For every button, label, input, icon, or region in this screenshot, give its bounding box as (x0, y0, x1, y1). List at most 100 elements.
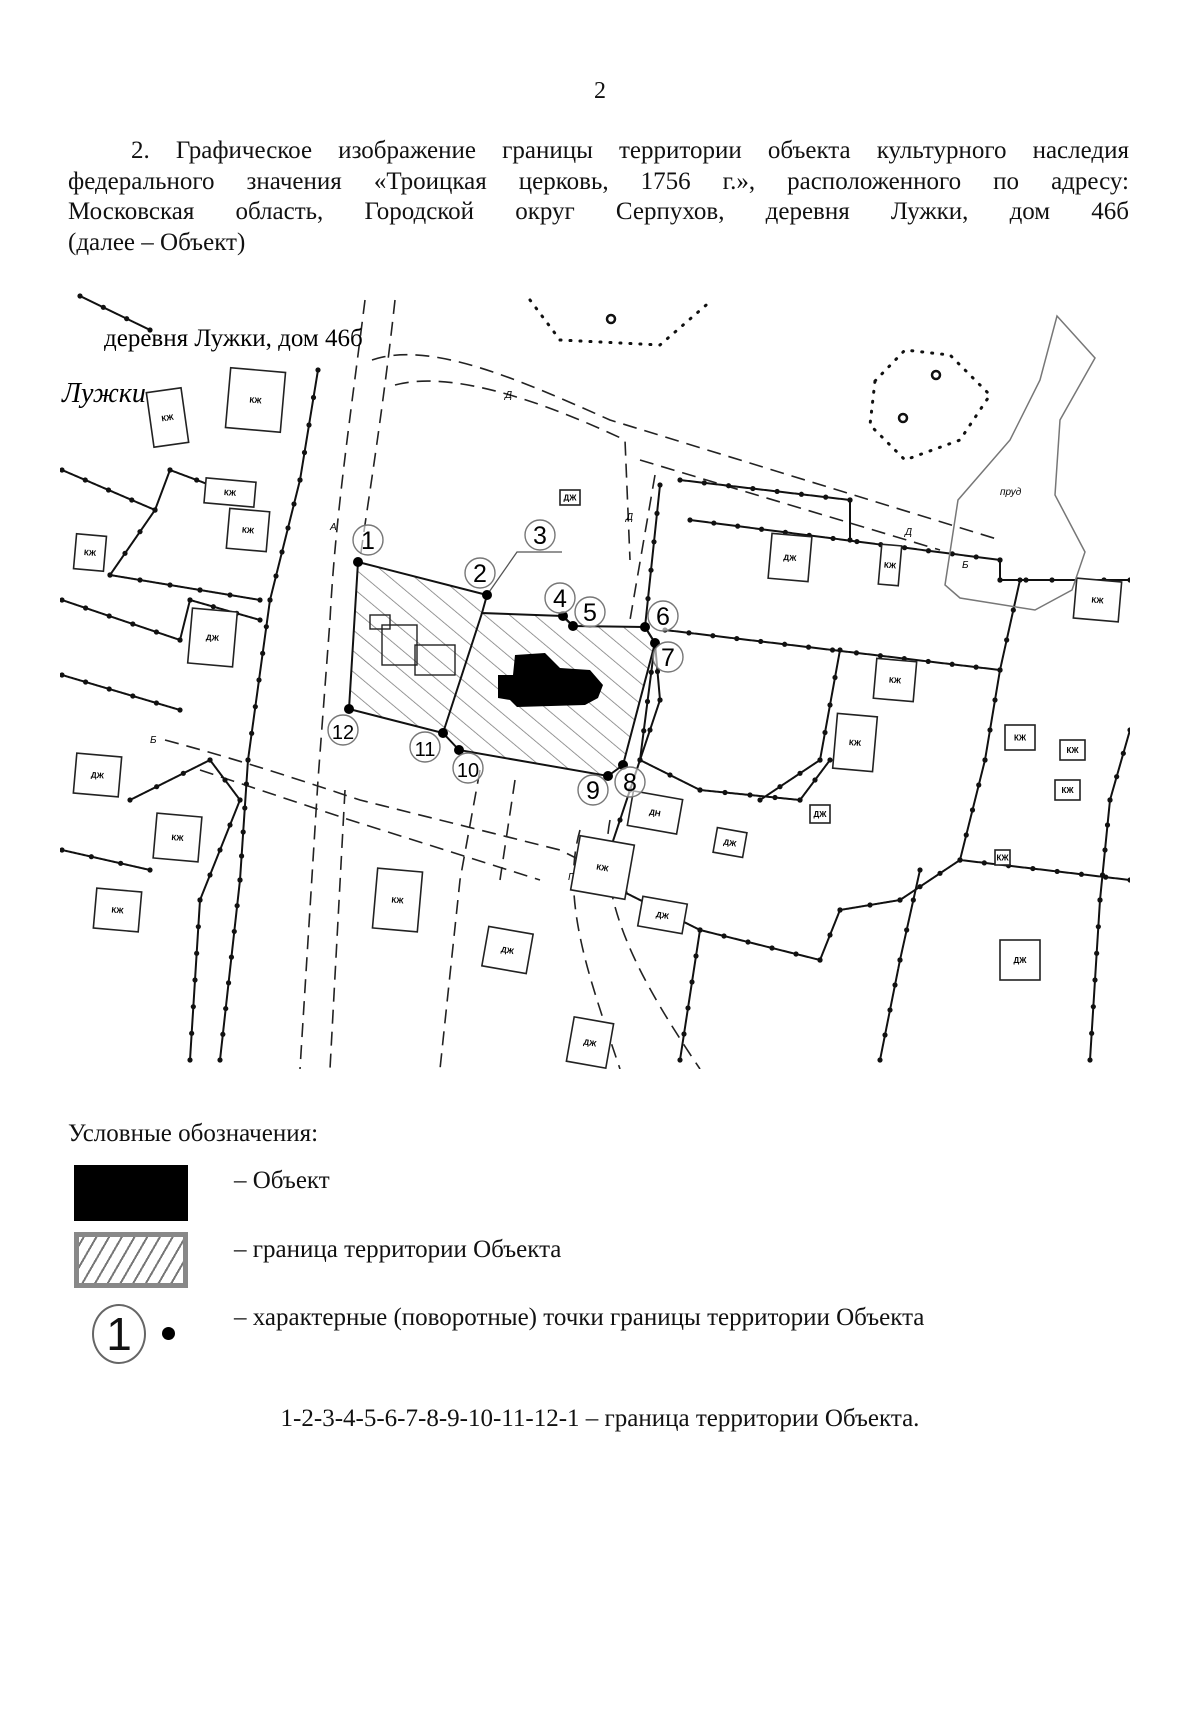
building: КЖ (877, 543, 903, 587)
fence-post (721, 933, 727, 939)
building: ДЖ (712, 826, 748, 859)
fence-post (187, 1057, 193, 1063)
fence-post (772, 794, 778, 801)
fence-post (263, 624, 269, 630)
building-label: КЖ (111, 905, 125, 915)
building: ДЖ (565, 1015, 615, 1069)
fence-post (88, 854, 94, 860)
fence-post (220, 1031, 226, 1037)
building: ДЖ (767, 532, 813, 583)
fence-post (973, 554, 979, 560)
road-edge (329, 789, 346, 1069)
fence-post (997, 667, 1003, 673)
fence-post (917, 867, 923, 873)
building-label: ДЖ (783, 553, 797, 563)
fence-post (687, 517, 693, 523)
fence-post (83, 679, 89, 685)
fence-post (987, 727, 993, 733)
road-label: Д (504, 390, 512, 401)
building-label: ДЖ (655, 910, 670, 921)
fence-post (877, 1057, 883, 1063)
fence-post (225, 980, 232, 986)
building: КЖ (1004, 724, 1036, 751)
building-label: ДЖ (564, 494, 578, 503)
boundary-point-11-circle (409, 731, 441, 763)
boundary-point-2-circle (464, 557, 496, 589)
fence-post (645, 596, 651, 602)
fence-post (641, 728, 647, 734)
road-label: Б (962, 560, 969, 571)
fence-post (1107, 797, 1113, 803)
building-label: КЖ (996, 854, 1009, 863)
point-3-leader (486, 551, 562, 596)
paragraph-line: Московская область, Городской округ Серп… (68, 198, 1129, 225)
fence-post (823, 494, 829, 500)
fence-post (925, 658, 931, 665)
fence-post (83, 605, 89, 611)
well-icon (897, 412, 909, 424)
building: ДЖ (186, 607, 239, 668)
building: КЖ (224, 366, 287, 434)
fence-post (997, 557, 1003, 563)
building: ДЖ (636, 895, 689, 935)
fence-line (999, 579, 1021, 671)
legend-point-dot (162, 1327, 175, 1340)
fence-post (190, 1004, 196, 1010)
boundary-point-1-label: 1 (361, 527, 375, 555)
fence-post (832, 674, 838, 681)
building-label: КЖ (596, 863, 610, 874)
fence-post (315, 367, 321, 373)
fence-line (689, 519, 1130, 581)
building-label: КЖ (161, 413, 175, 424)
boundary-point-7-label: 7 (661, 644, 675, 672)
fence-post (648, 567, 654, 573)
boundary-point-9-circle (577, 774, 609, 806)
fence-post (1127, 577, 1130, 583)
building: КЖ (831, 712, 879, 773)
fence-post (197, 897, 203, 903)
building-label: КЖ (849, 738, 863, 748)
building: КЖ (92, 887, 143, 933)
pond-outline (944, 314, 1096, 611)
fence-post (805, 644, 812, 650)
building: КЖ (569, 834, 636, 901)
fence-post (867, 902, 873, 908)
fence-post (750, 485, 756, 492)
building-label: ДЖ (583, 1037, 598, 1048)
fence-post (981, 860, 987, 866)
fence-post (1090, 1004, 1096, 1010)
fence-post (249, 730, 255, 736)
fence-post (997, 577, 1003, 583)
building-label: ДЖ (500, 945, 515, 956)
road-edge (439, 769, 481, 1069)
fence-post (301, 449, 308, 456)
fence-post (677, 1057, 683, 1063)
fence-line (679, 479, 851, 540)
fence-post (681, 1031, 687, 1037)
fence-post (902, 545, 908, 551)
fence-post (827, 702, 833, 708)
fence-post (195, 924, 201, 930)
building: КЖ (1059, 739, 1086, 761)
fence-post (82, 477, 88, 483)
fence-line (679, 929, 701, 1061)
church-object (498, 653, 603, 707)
fence-post (137, 529, 143, 535)
fence-post (957, 857, 963, 863)
road-label: Б (150, 735, 157, 746)
fence-post (798, 491, 805, 497)
building: КЖ (152, 812, 203, 863)
fence-line (61, 849, 151, 871)
fence-post (189, 1030, 195, 1036)
fence-post (130, 693, 136, 699)
fence-post (697, 927, 703, 933)
road-edge (499, 779, 516, 881)
fence-post (822, 729, 828, 736)
building-label: ДН (648, 808, 661, 819)
road-edge (199, 769, 541, 881)
fence-post (217, 1057, 223, 1063)
fence-post (267, 597, 273, 603)
fence-post (654, 510, 660, 516)
fence-post (285, 525, 291, 531)
